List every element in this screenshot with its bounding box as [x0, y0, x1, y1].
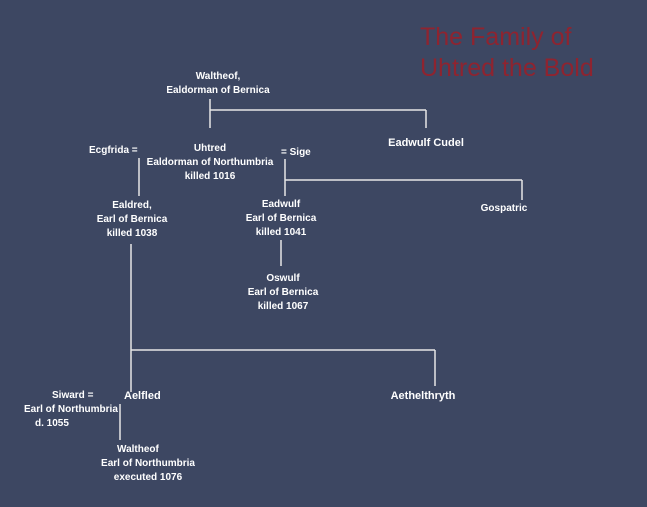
person-siward: Siward = Earl of Northumbria d. 1055 — [18, 389, 128, 431]
person-eadwulf-cudel: Eadwulf Cudel — [366, 136, 486, 150]
person-uhtred: Uhtred Ealdorman of Northumbria killed 1… — [140, 142, 280, 184]
ealdred-title: Earl of Bernica — [96, 214, 168, 225]
gospatric-name: Gospatric — [480, 203, 528, 214]
waltheof-younger-note: executed 1076 — [113, 472, 183, 483]
oswulf-title: Earl of Bernica — [247, 287, 319, 298]
siward-title: Earl of Northumbria — [24, 404, 118, 415]
waltheof-elder-name: Waltheof, — [195, 71, 241, 82]
waltheof-younger-name: Waltheof — [117, 444, 159, 455]
ecgfrida-name: Ecgfrida = — [89, 145, 138, 156]
eadwulf-title: Earl of Bernica — [245, 213, 317, 224]
siward-name: Siward = — [52, 390, 94, 401]
person-waltheof-younger: Waltheof Earl of Northumbria executed 10… — [90, 443, 206, 485]
person-gospatric: Gospatric — [472, 202, 536, 216]
eadwulf-note: killed 1041 — [255, 227, 307, 238]
person-ealdred: Ealdred, Earl of Bernica killed 1038 — [82, 199, 182, 241]
person-sige: = Sige — [281, 146, 311, 160]
siward-note: d. 1055 — [35, 418, 69, 429]
uhtred-name: Uhtred — [193, 143, 227, 154]
eadwulf-cudel-name: Eadwulf Cudel — [388, 137, 464, 149]
person-aethelthryth: Aethelthryth — [382, 389, 464, 403]
waltheof-younger-title: Earl of Northumbria — [101, 458, 195, 469]
waltheof-elder-title: Ealdorman of Bernica — [166, 85, 270, 96]
diagram-title: The Family of Uhtred the Bold — [420, 22, 640, 84]
oswulf-name: Oswulf — [266, 273, 300, 284]
aelfled-name: Aelfled — [124, 390, 161, 402]
ealdred-note: killed 1038 — [106, 228, 158, 239]
aethelthryth-name: Aethelthryth — [390, 390, 456, 402]
uhtred-title: Ealdorman of Northumbria — [146, 157, 274, 168]
person-eadwulf: Eadwulf Earl of Bernica killed 1041 — [236, 198, 326, 240]
person-ecgfrida: Ecgfrida = — [89, 144, 138, 158]
uhtred-note: killed 1016 — [184, 171, 236, 182]
person-aelfled: Aelfled — [124, 389, 161, 403]
oswulf-note: killed 1067 — [257, 301, 309, 312]
ealdred-name: Ealdred, — [112, 200, 152, 211]
eadwulf-name: Eadwulf — [261, 199, 301, 210]
sige-name: = Sige — [281, 147, 311, 158]
person-oswulf: Oswulf Earl of Bernica killed 1067 — [238, 272, 328, 314]
title-line-1: The Family of — [420, 23, 572, 51]
person-waltheof-elder: Waltheof, Ealdorman of Bernica — [150, 70, 286, 98]
title-line-2: Uhtred the Bold — [420, 54, 594, 82]
